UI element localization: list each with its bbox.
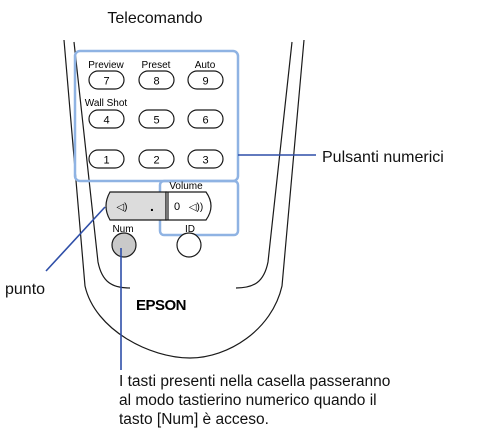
caption-line-1: I tasti presenti nella casella passerann… [119,373,391,390]
wall-shot-label: Wall Shot [85,98,128,109]
key-3-label: 3 [202,155,208,167]
dot-callout: punto [5,281,46,298]
caption-line-2: al modo tastierino numerico quando il [119,392,377,409]
volume-down-glyph: ◁) [116,202,127,213]
key-7-label: 7 [103,76,109,88]
volume-up-glyph: ◁)) [189,202,203,213]
key-4-label: 4 [103,115,109,127]
key-2[interactable]: 2 [138,149,175,169]
preset-label: Preset [142,60,171,71]
key-3[interactable]: 3 [187,149,224,169]
num-key-caption: I tasti presenti nella casella passerann… [119,372,449,429]
num-button[interactable] [111,232,137,258]
key-8[interactable]: 8 [138,70,175,90]
key-4[interactable]: 4 [88,109,125,129]
id-label: ID [185,224,195,235]
id-button[interactable] [176,232,202,258]
key-6-label: 6 [202,115,208,127]
key-1[interactable]: 1 [88,149,125,169]
dot-leader-line [45,206,106,272]
key-8-label: 8 [153,76,159,88]
remote-body-outline [63,39,305,359]
caption-line-3: tasto [Num] è acceso. [119,411,269,428]
key-9[interactable]: 9 [187,70,224,90]
volume-up-button[interactable]: 0 ◁)) [165,191,212,221]
key-9-label: 9 [202,76,208,88]
key-5-label: 5 [153,115,159,127]
volume-label: Volume [169,181,203,192]
epson-logo: EPSON [136,297,186,314]
key-5[interactable]: 5 [138,109,175,129]
key-6[interactable]: 6 [187,109,224,129]
numeric-buttons-callout: Pulsanti numerici [322,149,444,166]
key-1-label: 1 [103,155,109,167]
remote-inner-outline [73,41,293,289]
numeric-keypad-box [73,49,240,183]
zero-glyph: 0 [174,201,180,213]
num-label: Num [112,224,133,235]
key-2-label: 2 [153,155,159,167]
diagram-title: Telecomando [107,10,203,27]
auto-label: Auto [195,60,216,71]
volume-down-button[interactable]: ◁) . [105,191,167,221]
key-7[interactable]: 7 [88,70,125,90]
dot-glyph: . [150,198,154,214]
preview-label: Preview [88,60,124,71]
